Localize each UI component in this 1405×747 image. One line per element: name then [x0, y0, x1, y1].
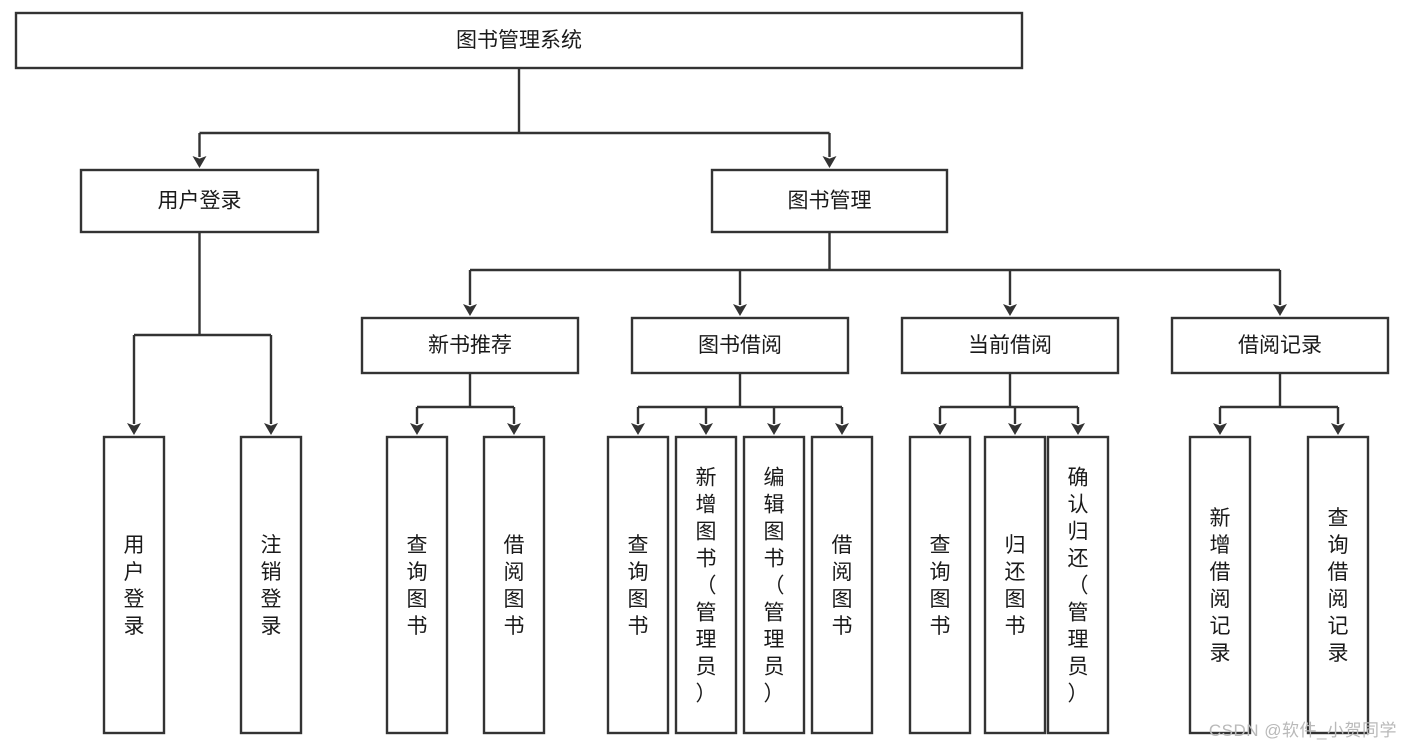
node-label: 图书借阅: [698, 334, 782, 357]
node-label: 归还图书: [1005, 534, 1026, 638]
node-box: [1188, 435, 1252, 735]
node-leaf-cb-confirm[interactable]: 确认归还（管理员）: [1046, 435, 1110, 735]
node-label: 新书推荐: [428, 334, 512, 357]
node-label: 确认归还（管理员）: [1068, 467, 1089, 706]
node-box: [908, 435, 972, 735]
node-label: 查询图书: [930, 534, 951, 638]
node-box: [1306, 435, 1370, 735]
node-leaf-cb-return[interactable]: 归还图书: [983, 435, 1047, 735]
node-box: [1046, 435, 1110, 735]
node-box: [630, 316, 850, 375]
node-label: 用户登录: [158, 190, 242, 213]
node-root[interactable]: 图书管理系统: [14, 11, 1024, 70]
node-l2-book-mgmt[interactable]: 图书管理: [710, 168, 949, 234]
node-box: [385, 435, 449, 735]
node-box: [79, 168, 320, 234]
node-l3-new-book-rec[interactable]: 新书推荐: [360, 316, 580, 375]
node-label: 用户登录: [124, 534, 145, 638]
node-box: [900, 316, 1120, 375]
node-box: [742, 435, 806, 735]
node-leaf-cb-query[interactable]: 查询图书: [908, 435, 972, 735]
node-label: 借阅图书: [504, 534, 525, 638]
node-box: [239, 435, 303, 735]
node-l2-user-login[interactable]: 用户登录: [79, 168, 320, 234]
node-box: [710, 168, 949, 234]
node-leaf-br-add[interactable]: 新增借阅记录: [1188, 435, 1252, 735]
node-label: 借阅记录: [1238, 334, 1322, 357]
node-l3-book-borrow[interactable]: 图书借阅: [630, 316, 850, 375]
node-l3-borrow-record[interactable]: 借阅记录: [1170, 316, 1390, 375]
connector-layer: [127, 68, 1345, 435]
node-l3-current-borrow[interactable]: 当前借阅: [900, 316, 1120, 375]
node-box: [674, 435, 738, 735]
node-leaf-rec-borrow[interactable]: 借阅图书: [482, 435, 546, 735]
node-label: 新增图书（管理员）: [696, 467, 717, 706]
node-box: [360, 316, 580, 375]
node-label: 图书管理: [788, 190, 872, 213]
node-label: 当前借阅: [968, 334, 1052, 357]
node-leaf-logout[interactable]: 注销登录: [239, 435, 303, 735]
node-leaf-rec-query[interactable]: 查询图书: [385, 435, 449, 735]
node-box: [14, 11, 1024, 70]
node-label: 查询借阅记录: [1328, 507, 1349, 665]
node-leaf-user-login[interactable]: 用户登录: [102, 435, 166, 735]
node-leaf-bb-edit[interactable]: 编辑图书（管理员）: [742, 435, 806, 735]
node-leaf-bb-add[interactable]: 新增图书（管理员）: [674, 435, 738, 735]
node-leaf-bb-borrow[interactable]: 借阅图书: [810, 435, 874, 735]
node-box: [810, 435, 874, 735]
node-leaf-br-query[interactable]: 查询借阅记录: [1306, 435, 1370, 735]
node-label: 编辑图书（管理员）: [764, 467, 785, 706]
node-label: 借阅图书: [832, 534, 853, 638]
node-leaf-bb-query[interactable]: 查询图书: [606, 435, 670, 735]
node-label: 注销登录: [261, 534, 282, 638]
node-label: 图书管理系统: [456, 29, 582, 52]
node-label: 查询图书: [628, 534, 649, 638]
node-label: 查询图书: [407, 534, 428, 638]
node-box: [102, 435, 166, 735]
node-layer: 图书管理系统用户登录图书管理新书推荐图书借阅当前借阅借阅记录用户登录注销登录查询…: [14, 11, 1390, 735]
node-box: [606, 435, 670, 735]
node-box: [983, 435, 1047, 735]
node-box: [1170, 316, 1390, 375]
node-label: 新增借阅记录: [1210, 507, 1231, 665]
node-box: [482, 435, 546, 735]
